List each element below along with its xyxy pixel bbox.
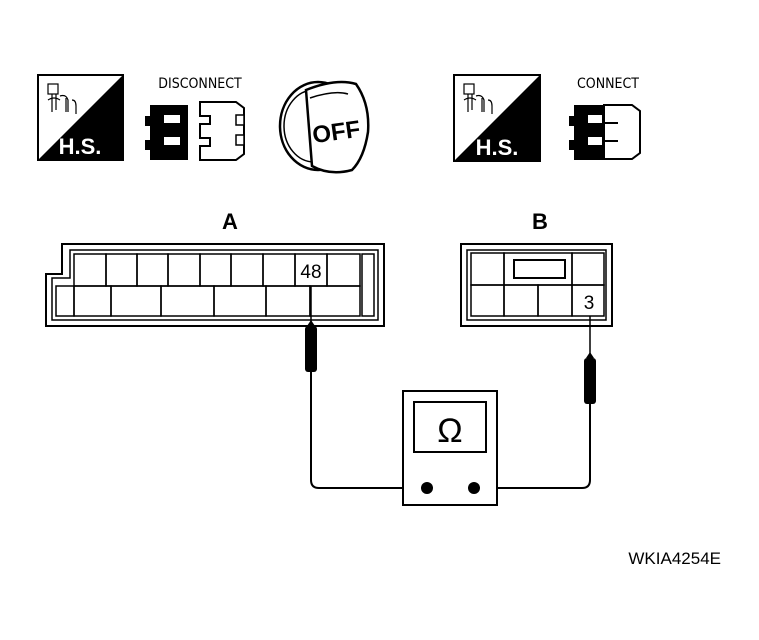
lead-wire-b: [474, 404, 591, 489]
probe-b: [584, 316, 596, 404]
ohm-symbol: Ω: [437, 412, 462, 450]
disconnect-icon: DISCONNECT: [145, 76, 245, 161]
meter-terminal-left: [421, 482, 433, 494]
off-label: OFF: [311, 116, 362, 149]
connector-a: 48: [45, 243, 385, 327]
connector-a-pin-label: 48: [300, 262, 321, 283]
connector-a-label: A: [222, 209, 238, 234]
lead-wire-a: [310, 372, 427, 489]
connector-b: 3: [460, 243, 613, 327]
harness-side-icon: H.S.: [453, 74, 541, 162]
ohmmeter: Ω: [402, 390, 498, 506]
probe-a: [305, 286, 317, 372]
connect-icon: CONNECT: [569, 76, 641, 160]
ignition-off-icon: OFF: [278, 80, 370, 174]
meter-terminal-right: [468, 482, 480, 494]
hs-label: H.S.: [476, 135, 519, 160]
hs-label: H.S.: [59, 134, 102, 159]
figure-id: WKIA4254E: [628, 549, 721, 568]
disconnect-label: DISCONNECT: [158, 76, 242, 92]
connect-label: CONNECT: [577, 76, 639, 92]
harness-side-icon: H.S.: [37, 74, 124, 161]
connector-b-label: B: [532, 209, 548, 234]
connector-b-pin-label: 3: [584, 293, 595, 314]
